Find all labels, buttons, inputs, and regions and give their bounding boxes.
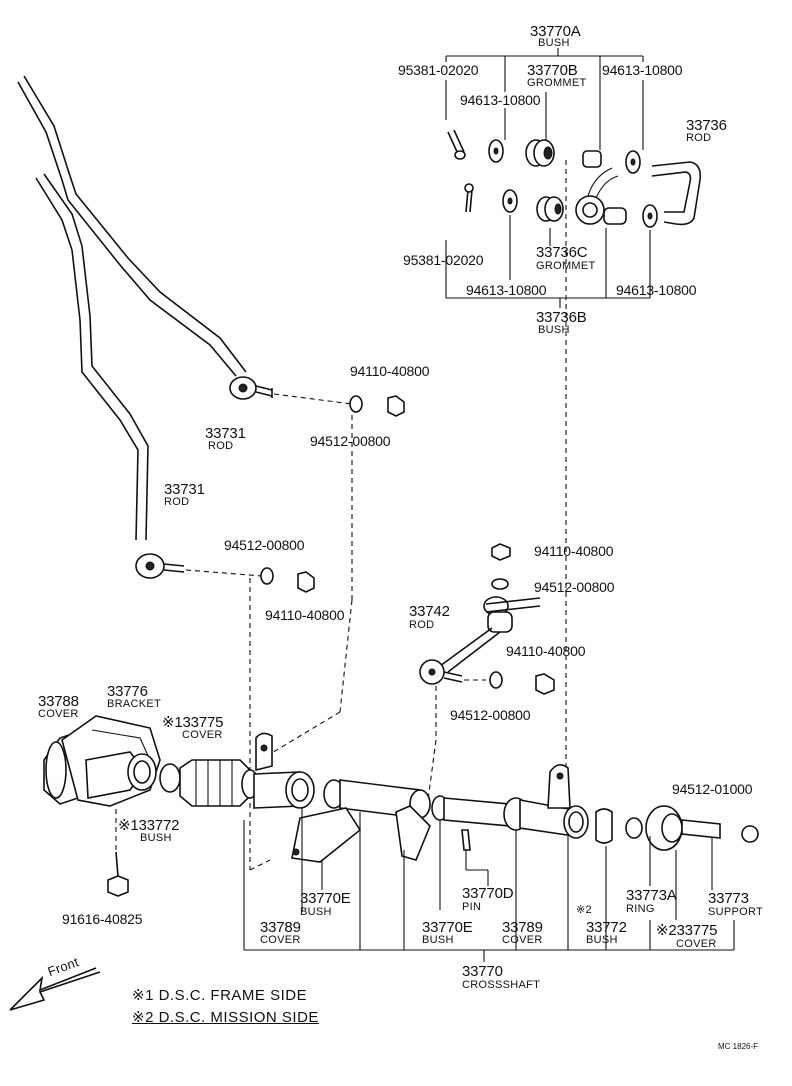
name-ring-33773A: RING: [626, 903, 655, 915]
name-rod-33731-a: ROD: [208, 440, 234, 452]
rod-33731-upper: [17, 75, 273, 400]
name-bush-33772-b: BUSH: [586, 934, 618, 946]
name-cover-33775-a: COVER: [182, 729, 223, 741]
name-bush-33772-a: BUSH: [140, 832, 172, 844]
name-pin-33770D: PIN: [462, 901, 482, 913]
name-rod-33731-b: ROD: [164, 496, 190, 508]
part-95381-a: 95381-02020: [398, 62, 479, 78]
part-33731-b: 33731: [164, 481, 205, 498]
crossshaft-assembly: [43, 715, 759, 897]
name-cover-33789-b: COVER: [502, 934, 543, 946]
part-94512-d: 94512-00800: [450, 707, 531, 723]
reference-code: MC 1826-F: [718, 1042, 759, 1051]
part-94110-c: 94110-40800: [534, 543, 614, 559]
mark-mission-side: ※2: [576, 904, 592, 916]
part-94613-a: 94613-10800: [460, 92, 541, 108]
name-cover-33789-a: COVER: [260, 934, 301, 946]
part-33773: 33773: [708, 890, 749, 907]
part-33770B: 33770B: [527, 62, 578, 79]
part-33789-a: 33789: [260, 919, 301, 936]
part-33775-a: ※133775: [162, 714, 224, 731]
part-94613-b: 94613-10800: [602, 62, 683, 78]
name-bush-33770E-b: BUSH: [422, 934, 454, 946]
part-94512-b: 94512-00800: [224, 537, 305, 553]
part-33773A: 33773A: [626, 887, 677, 904]
name-bush-33770E-a: BUSH: [300, 906, 332, 918]
bracket-lines-bottom: [243, 808, 735, 962]
part-33776: 33776: [107, 683, 148, 700]
part-33742: 33742: [409, 603, 450, 620]
mid-nuts-washers: [260, 395, 555, 695]
name-cover-33788: COVER: [38, 708, 79, 720]
part-94512-a: 94512-00800: [310, 433, 391, 449]
name-grommet-33736C: GROMMET: [536, 260, 596, 272]
part-95381-b: 95381-02020: [403, 252, 484, 268]
part-33770: 33770: [462, 963, 503, 980]
name-rod-33736: ROD: [686, 132, 712, 144]
part-94110-b: 94110-40800: [265, 607, 345, 623]
name-bush-33736B: BUSH: [538, 324, 570, 336]
bracket-lines-top: [445, 48, 651, 308]
name-crossshaft-33770: CROSSSHAFT: [462, 979, 541, 991]
part-33736: 33736: [686, 117, 727, 134]
rod-33731-lower: [35, 173, 185, 579]
name-cover-33775-b: COVER: [676, 938, 717, 950]
name-bracket-33776: BRACKET: [107, 698, 162, 710]
part-33775-b: ※233775: [656, 922, 718, 939]
part-94512-e: 94512-01000: [672, 781, 753, 797]
top-small-parts: [447, 129, 702, 228]
part-94613-d: 94613-10800: [616, 282, 697, 298]
dashed-links-rods: [185, 393, 353, 871]
part-33736B: 33736B: [536, 309, 587, 326]
name-rod-33742: ROD: [409, 619, 435, 631]
name-grommet-33770B: GROMMET: [527, 77, 587, 89]
name-bush-33770A: BUSH: [538, 37, 570, 49]
part-33770A: 33770A: [530, 23, 581, 40]
part-91616: 91616-40825: [62, 911, 143, 927]
note-mission-side: ※2 D.S.C. MISSION SIDE: [132, 1009, 319, 1026]
part-94110-d: 94110-40800: [506, 643, 586, 659]
part-94512-c: 94512-00800: [534, 579, 615, 595]
rod-33742: [419, 596, 541, 801]
name-support-33773: SUPPORT: [708, 906, 764, 918]
part-94613-c: 94613-10800: [466, 282, 547, 298]
part-33731-a: 33731: [205, 425, 246, 442]
part-33788: 33788: [38, 693, 79, 710]
part-94110-a: 94110-40800: [350, 363, 430, 379]
part-33770D: 33770D: [462, 885, 514, 902]
part-33736C: 33736C: [536, 244, 588, 261]
part-33770E-a: 33770E: [300, 890, 351, 907]
part-33772-b: 33772: [586, 919, 627, 936]
front-arrow-icon: [9, 967, 101, 1011]
note-frame-side: ※1 D.S.C. FRAME SIDE: [132, 987, 308, 1004]
part-33772-a: ※133772: [118, 817, 180, 834]
part-33770E-b: 33770E: [422, 919, 473, 936]
part-33789-b: 33789: [502, 919, 543, 936]
